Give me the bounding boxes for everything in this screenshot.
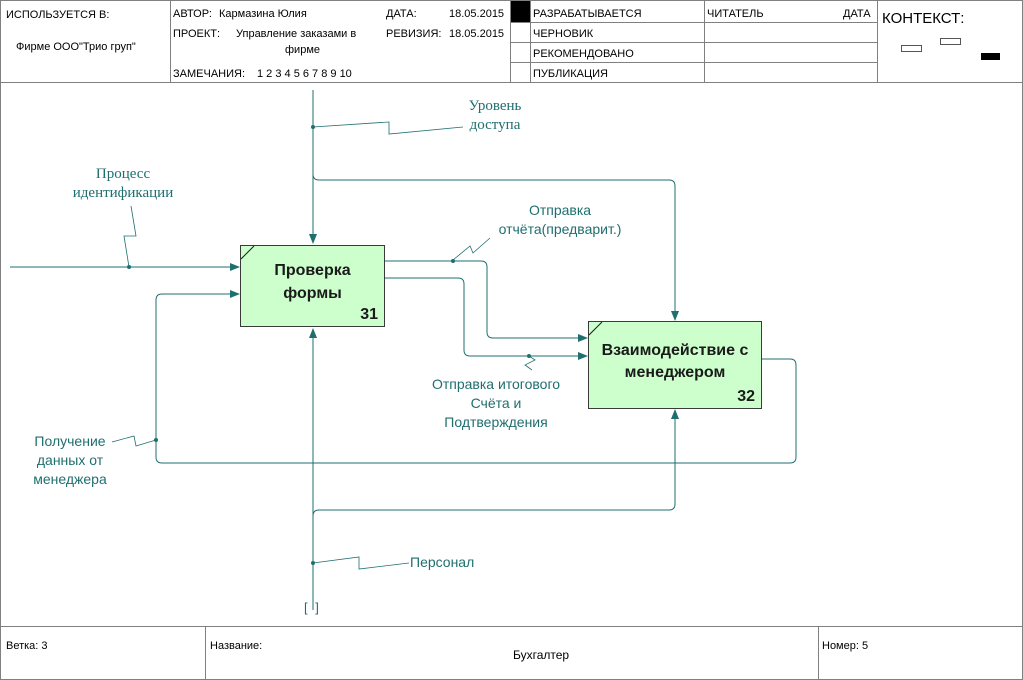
date-label: ДАТА:	[386, 8, 417, 20]
arrow-manager-data[interactable]	[155, 290, 797, 464]
box-corner-mark	[589, 322, 603, 336]
squiggle-identification	[123, 205, 137, 268]
reader-label: ЧИТАТЕЛЬ	[707, 8, 764, 20]
reader-date-label: ДАТА	[843, 8, 871, 20]
label-personnel[interactable]: Персонал	[410, 553, 490, 572]
label-report-prelim[interactable]: Отправка отчёта(предварит.)	[480, 201, 640, 239]
arrow-personnel-to-32[interactable]	[312, 409, 679, 517]
label-line: Получение	[34, 433, 106, 449]
date-value: 18.05.2015	[449, 8, 505, 20]
status-row-divider	[510, 62, 877, 63]
arrow-final-invoice[interactable]	[385, 277, 588, 360]
status-draft: ЧЕРНОВИК	[533, 28, 594, 40]
context-current-box-icon	[981, 53, 1000, 60]
label-line: Подтверждения	[444, 414, 548, 430]
box-number: 32	[737, 388, 755, 405]
activity-box-32[interactable]: Взаимодействие с менеджером 32	[588, 321, 762, 409]
used-in-value: Фирме ООО"Трио груп"	[16, 41, 136, 53]
squiggle-report-prelim	[452, 237, 491, 261]
label-line: Персонал	[410, 554, 475, 570]
used-in-label: ИСПОЛЬЗУЕТСЯ В:	[6, 9, 110, 21]
revision-label: РЕВИЗИЯ:	[386, 28, 442, 40]
project-value-line2: фирме	[285, 44, 320, 56]
box-title-line1: Проверка	[274, 262, 351, 279]
revision-value: 18.05.2015	[449, 28, 505, 40]
footer-top-border	[0, 626, 1023, 627]
context-label: КОНТЕКСТ:	[882, 10, 965, 27]
project-value-line1: Управление заказами в	[236, 28, 357, 40]
label-line: отчёта(предварит.)	[498, 221, 622, 237]
author-value: Кармазина Юлия	[219, 8, 307, 20]
junction-dot	[154, 438, 158, 442]
squiggle-personnel	[312, 556, 410, 570]
status-developing: РАЗРАБАТЫВАЕТСЯ	[533, 8, 642, 20]
header-divider	[170, 0, 171, 82]
junction-dot	[527, 354, 531, 358]
status-row-divider	[510, 22, 877, 23]
footer-title-label: Название:	[210, 640, 263, 652]
status-checkbox-developing[interactable]	[511, 1, 530, 22]
status-row-divider	[510, 42, 877, 43]
junction-dot	[451, 259, 455, 263]
squiggle-final-invoice	[524, 355, 536, 371]
header-divider	[704, 0, 705, 82]
junction-dot	[127, 265, 131, 269]
box-corner-mark	[241, 246, 255, 260]
node-value: 3	[41, 640, 48, 652]
number-label: Номер:	[822, 640, 859, 652]
box-title-line1: Взаимодействие с	[601, 342, 749, 359]
box-number: 31	[360, 306, 378, 323]
label-line: Уровень	[468, 98, 522, 114]
junction-dot	[311, 561, 315, 565]
footer-number: Номер: 5	[822, 640, 868, 652]
header-divider	[510, 0, 511, 82]
label-access-level[interactable]: Уровень доступа	[445, 97, 545, 135]
status-recommended: РЕКОМЕНДОВАНО	[533, 48, 634, 60]
label-line: Счёта и	[470, 395, 522, 411]
label-line: Отправка итогового	[431, 376, 561, 392]
header-divider	[877, 0, 878, 82]
squiggle-access-level	[312, 121, 464, 135]
project-label: ПРОЕКТ:	[173, 28, 221, 40]
footer-divider	[205, 626, 206, 680]
label-line: доступа	[469, 117, 521, 133]
label-manager-data[interactable]: Получение данных от менеджера	[20, 432, 120, 489]
footer-node: Ветка: 3	[6, 640, 48, 652]
author-label: АВТОР:	[173, 8, 212, 20]
header-divider	[530, 0, 531, 82]
arrow-access-level-to-32[interactable]	[312, 173, 679, 321]
number-value: 5	[861, 640, 869, 652]
arrow-report-prelim[interactable]	[385, 260, 588, 342]
notes-label: ЗАМЕЧАНИЯ:	[173, 68, 245, 80]
tunnel-marker-icon: [ ]	[304, 600, 321, 615]
status-publication: ПУБЛИКАЦИЯ	[533, 68, 608, 80]
header-bottom-border	[0, 82, 1023, 83]
notes-value: 1 2 3 4 5 6 7 8 9 10	[257, 68, 352, 80]
box-title-line2: менеджером	[624, 364, 726, 381]
box-title-line2: формы	[283, 285, 342, 302]
context-box-icon	[901, 45, 922, 52]
label-identification[interactable]: Процесс идентификации	[58, 165, 188, 203]
label-line: данных от	[36, 452, 104, 468]
label-line: Процесс	[95, 166, 151, 182]
footer-title-value: Бухгалтер	[513, 648, 570, 662]
label-final-invoice[interactable]: Отправка итогового Счёта и Подтверждения	[416, 375, 576, 432]
node-label: Ветка:	[6, 640, 39, 652]
label-line: идентификации	[72, 185, 174, 201]
context-box-icon	[940, 38, 961, 45]
squiggle-manager-data	[111, 435, 157, 447]
footer-divider	[818, 626, 819, 680]
label-line: Отправка	[528, 202, 592, 218]
label-line: менеджера	[33, 471, 107, 487]
junction-dot	[311, 125, 315, 129]
activity-box-31[interactable]: Проверка формы 31	[240, 245, 385, 327]
